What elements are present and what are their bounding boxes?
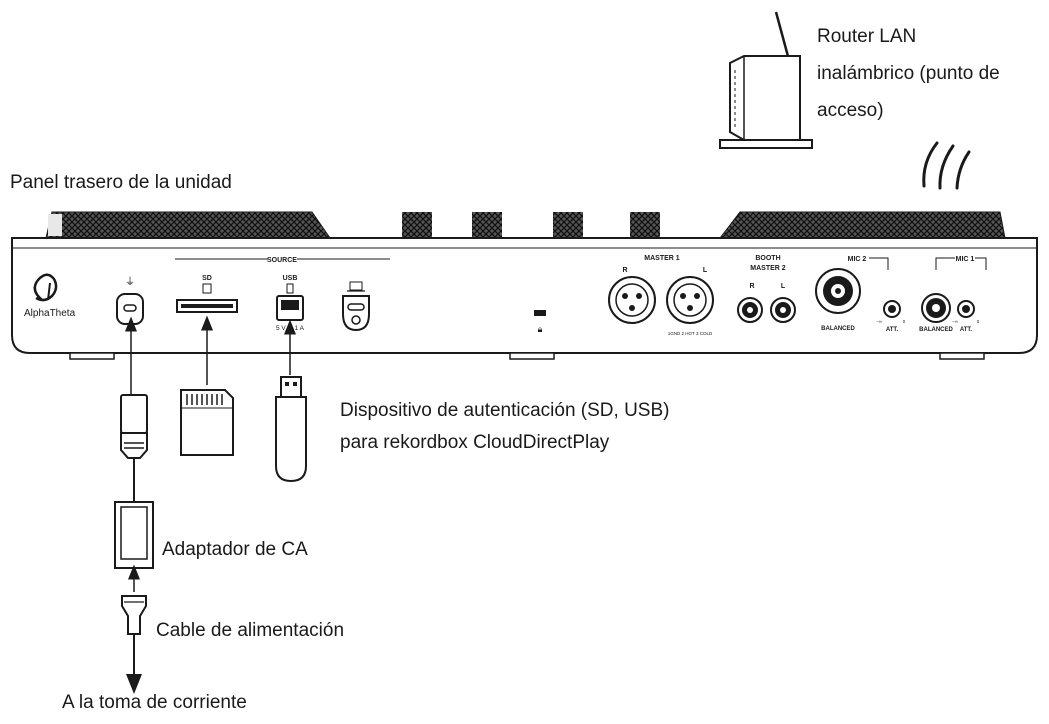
power-cable-label: Cable de alimentación: [156, 620, 345, 641]
mic1-att-label: ATT.: [960, 327, 973, 333]
router-label-line3: acceso): [817, 100, 884, 121]
master1-l-label: L: [703, 267, 708, 274]
master1-label: MASTER 1: [644, 255, 680, 262]
router-label-line1: Router LAN: [817, 26, 917, 47]
outlet-label: A la toma de corriente: [62, 692, 247, 713]
master2-label: MASTER 2: [750, 265, 786, 272]
knob: [472, 212, 502, 238]
source-label: SOURCE: [267, 257, 297, 264]
right-jog-wheel: [718, 211, 1006, 239]
mic2-knob-min: −∞: [876, 319, 882, 324]
sd-label: SD: [202, 275, 212, 282]
master1-r-label: R: [622, 267, 627, 274]
auth-device-label-line2: para rekordbox CloudDirectPlay: [340, 432, 610, 453]
mic2-balanced-label: BALANCED: [821, 326, 855, 332]
mic1-att-knob: [957, 300, 975, 318]
brand-label: AlphaTheta: [24, 308, 76, 319]
mic1-label: MIC 1: [956, 256, 975, 263]
knob: [630, 212, 660, 238]
usb-label: USB: [283, 275, 298, 282]
xlr-pin-legend: 1GND 2 HOT 3 COLD: [668, 331, 713, 336]
sd-card-icon: [180, 389, 234, 456]
mic2-att-label: ATT.: [886, 327, 899, 333]
mic1-knob-max: 0: [977, 319, 980, 324]
power-plug-icon: ⏚: [125, 276, 135, 288]
rear-panel: [11, 237, 1038, 360]
left-jog-wheel: [45, 211, 331, 239]
laptop-icon: [349, 281, 363, 291]
mic1-jack: [921, 293, 951, 323]
auth-device-label-line1: Dispositivo de autenticación (SD, USB): [340, 400, 670, 421]
booth-jack-r: [737, 297, 763, 323]
wireless-router-icon: [719, 11, 813, 149]
knob: [402, 212, 432, 238]
booth-jack-l: [770, 297, 796, 323]
mic1-knob-min: −∞: [952, 319, 958, 324]
router-label-line2: inalámbrico (punto de: [817, 63, 1000, 84]
xlr-jack-r: [608, 276, 656, 324]
lock-icon: 🔒︎: [538, 324, 543, 334]
sd-card-slot: [176, 283, 238, 313]
dc-in-port: ⏚: [116, 276, 144, 325]
top-controls: [45, 211, 1006, 239]
wireless-signal-icon: [922, 141, 971, 190]
booth-r-label: R: [749, 283, 754, 290]
power-plug-icon: [121, 595, 147, 635]
alphatheta-logo: [33, 273, 58, 302]
booth-label: BOOTH: [755, 255, 780, 262]
mic2-knob-max: 0: [903, 319, 906, 324]
knob: [553, 212, 583, 238]
mic2-label: MIC 2: [848, 256, 867, 263]
mic2-combo-jack: [815, 268, 861, 314]
rear-panel-label: Panel trasero de la unidad: [10, 172, 232, 193]
mic2-att-knob: [883, 300, 901, 318]
security-slot: 🔒︎: [534, 310, 546, 334]
mic1-balanced-label: BALANCED: [919, 327, 953, 333]
ac-adapter-icon: [114, 501, 154, 569]
xlr-jack-l: [666, 276, 714, 324]
dc-plug-icon: [120, 394, 148, 459]
ac-adapter-label: Adaptador de CA: [162, 539, 308, 560]
pc-usb-port: [342, 281, 370, 332]
usb-stick-icon: [275, 376, 307, 483]
booth-l-label: L: [781, 283, 786, 290]
